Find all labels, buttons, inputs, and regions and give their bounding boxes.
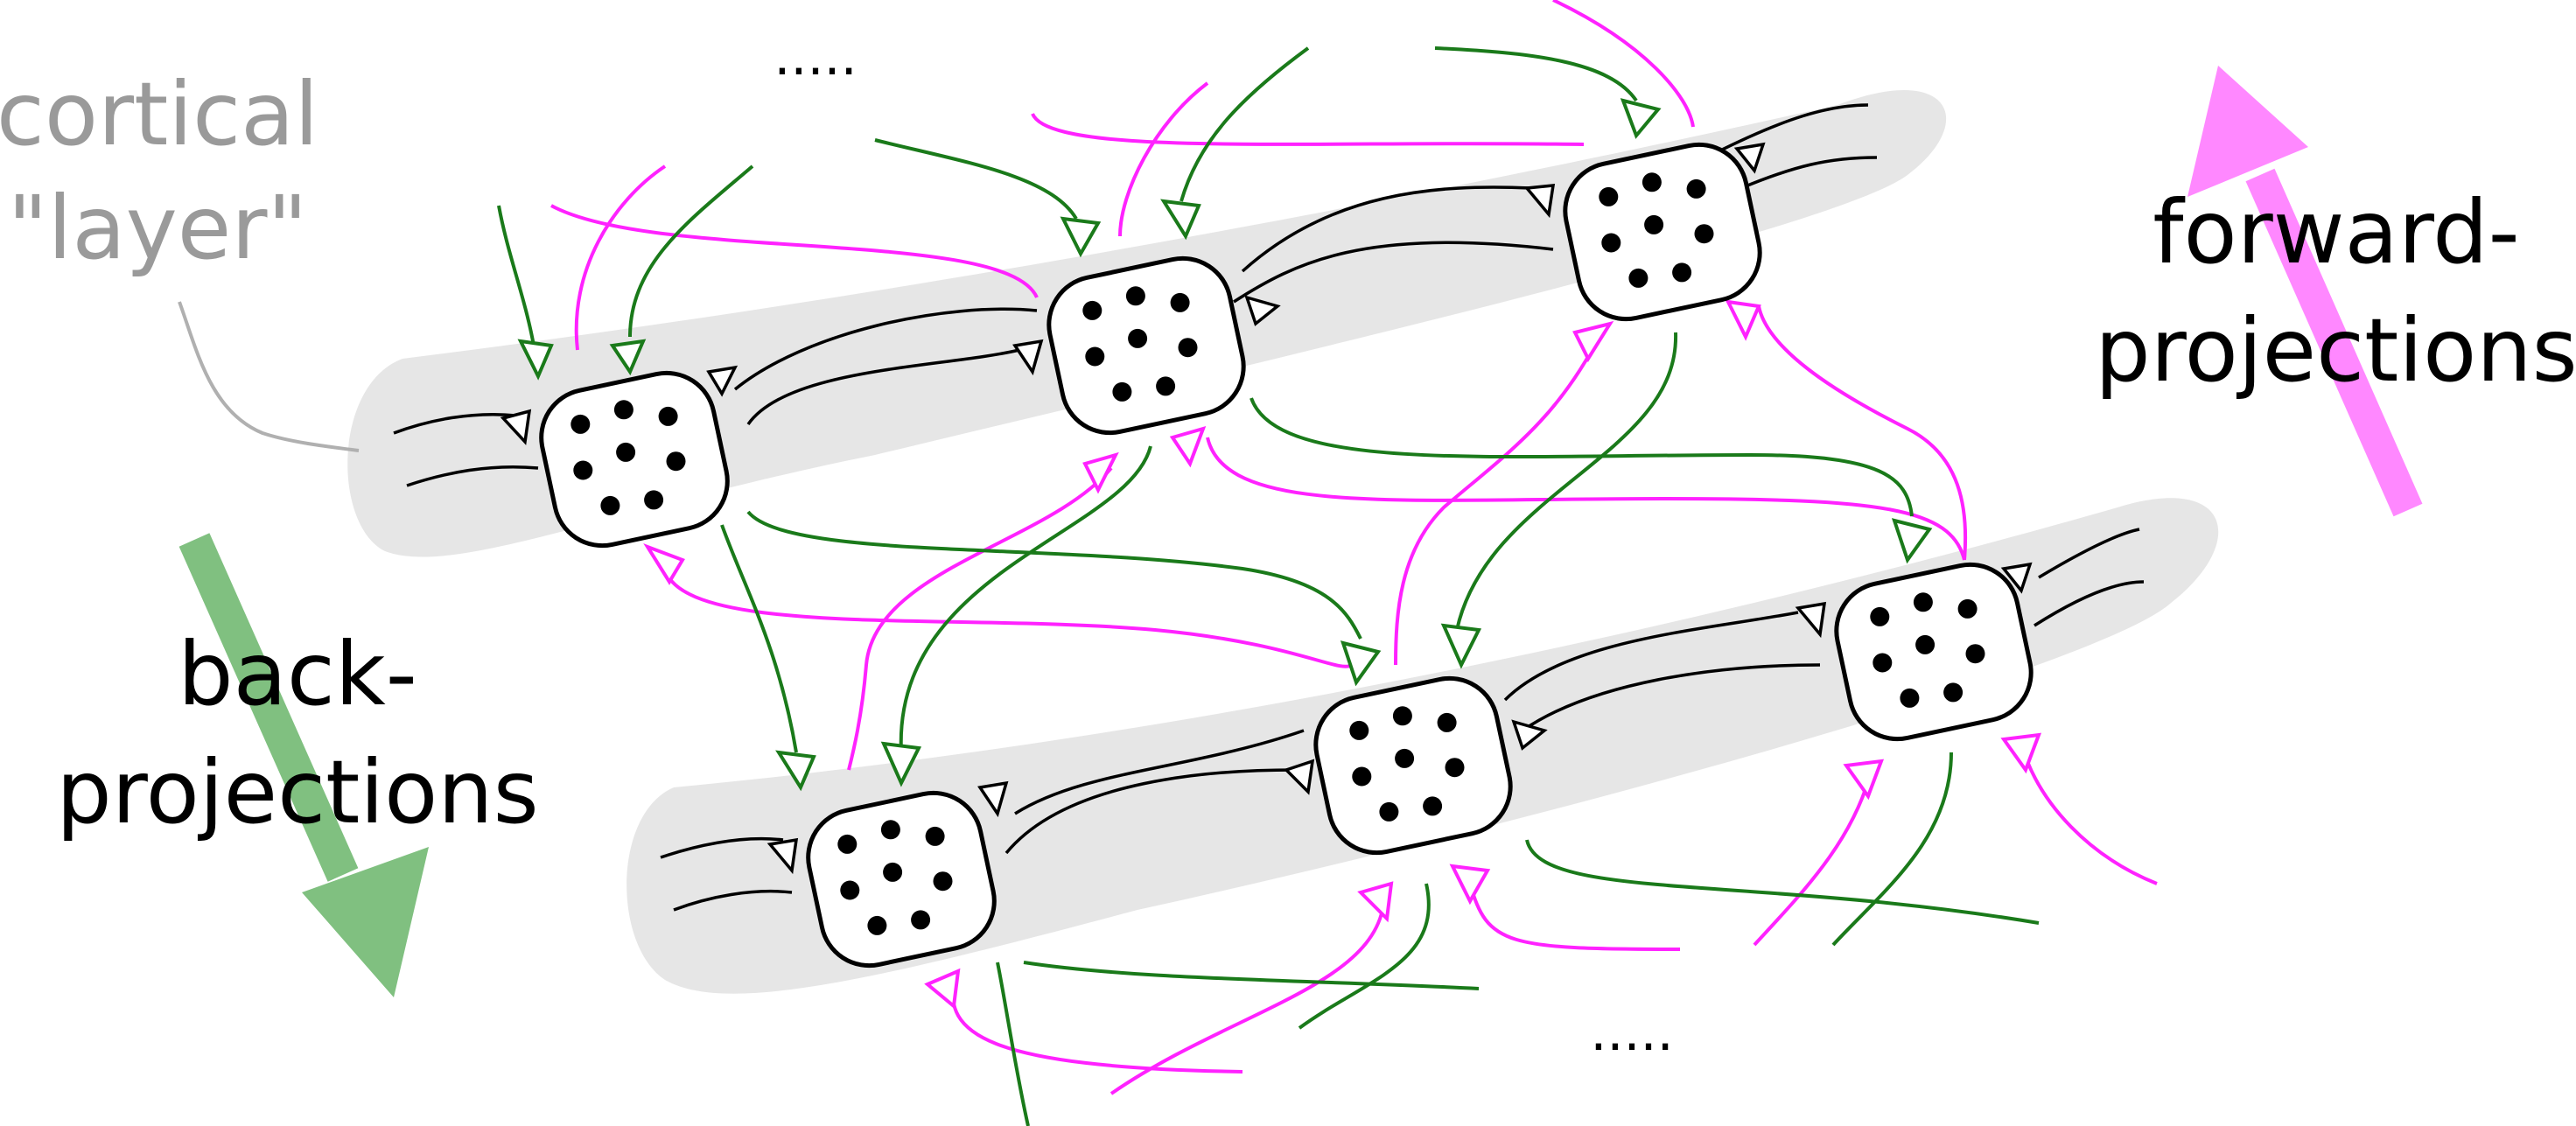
neuron-cell-icon <box>539 370 730 549</box>
neuron-cell-icon <box>1313 675 1513 856</box>
lower-lateral-connections <box>660 528 2145 912</box>
cell-dot <box>1628 268 1648 288</box>
back-arrow-icon <box>178 533 429 997</box>
cell-dot <box>880 820 900 840</box>
cell-dot <box>1178 338 1198 358</box>
cell-dots <box>570 172 1985 935</box>
cell-dot <box>1915 634 1936 654</box>
cell-dot <box>1170 292 1190 312</box>
cell-dot <box>1128 328 1148 348</box>
cell-dot <box>644 490 664 510</box>
cell-dot <box>1599 186 1619 206</box>
cell-dot <box>1642 172 1662 192</box>
cell-dot <box>1870 606 1890 626</box>
back-projections-label-line1: back- <box>178 623 417 725</box>
cell-dot <box>1379 801 1399 822</box>
cell-dot <box>911 910 931 930</box>
back-synapses <box>517 98 1933 792</box>
neuron-cell-icon <box>806 790 997 969</box>
cell-dot <box>658 406 678 426</box>
cell-dot <box>1965 644 1985 664</box>
cell-dot <box>1601 233 1621 253</box>
cell-dot <box>1672 262 1692 283</box>
forward-arrow-icon <box>2188 66 2423 517</box>
upper-lateral-connections <box>393 103 1878 487</box>
cell-dot <box>837 834 858 854</box>
cortical-layer-label-line2: "layer" <box>8 177 308 279</box>
cell-dot <box>1082 300 1102 320</box>
cell-dot <box>1156 376 1176 396</box>
forward-projections-label-line1: forward- <box>2152 181 2519 283</box>
cell-dot <box>933 871 953 892</box>
cell-dot <box>867 915 887 935</box>
cortical-layer-label-line1: cortical <box>0 63 318 165</box>
ellipsis-bottom: ..... <box>1590 1002 1673 1063</box>
cell-dot <box>1125 286 1145 306</box>
cell-dot <box>616 442 636 462</box>
cell-dot <box>1644 214 1664 234</box>
cell-dot <box>840 880 860 900</box>
cell-dot <box>570 414 591 434</box>
neuron-cell-icon <box>1834 562 2034 742</box>
cell-dot <box>1085 346 1105 367</box>
cell-dot <box>1872 653 1893 673</box>
cell-dot <box>925 826 945 846</box>
cortical-layer-pointer <box>178 301 360 452</box>
cell-dot <box>1392 706 1412 726</box>
cell-dot <box>600 495 620 515</box>
cell-dot <box>1112 381 1132 402</box>
cell-dot <box>883 862 903 882</box>
cell-dot <box>1352 766 1372 787</box>
cell-dot <box>666 451 686 472</box>
neuron-cell-icon <box>1046 255 1246 436</box>
back-projections-label-line2: projections <box>56 741 539 843</box>
neuron-cell-icon <box>1563 142 1762 322</box>
cell-dot <box>1913 592 1933 612</box>
ellipsis-top: ..... <box>774 26 857 87</box>
cell-dot <box>1437 712 1457 732</box>
cell-dot <box>1423 796 1443 816</box>
cell-dot <box>1445 758 1465 778</box>
cell-dot <box>573 460 593 480</box>
lateral-synapses <box>500 142 2033 875</box>
cell-dot <box>1349 720 1369 740</box>
cell-dot <box>613 400 634 420</box>
cell-dot <box>1686 178 1706 199</box>
cell-dot <box>1900 688 1920 708</box>
cell-dot <box>1395 748 1415 768</box>
cells <box>539 142 2034 969</box>
cell-dot <box>1694 224 1714 244</box>
forward-synapses <box>643 299 2042 1010</box>
forward-projections-label-line2: projections <box>2095 299 2576 402</box>
cell-dot <box>1957 598 1978 619</box>
back-projection-lines <box>497 46 2040 1126</box>
cell-dot <box>1943 682 1964 703</box>
